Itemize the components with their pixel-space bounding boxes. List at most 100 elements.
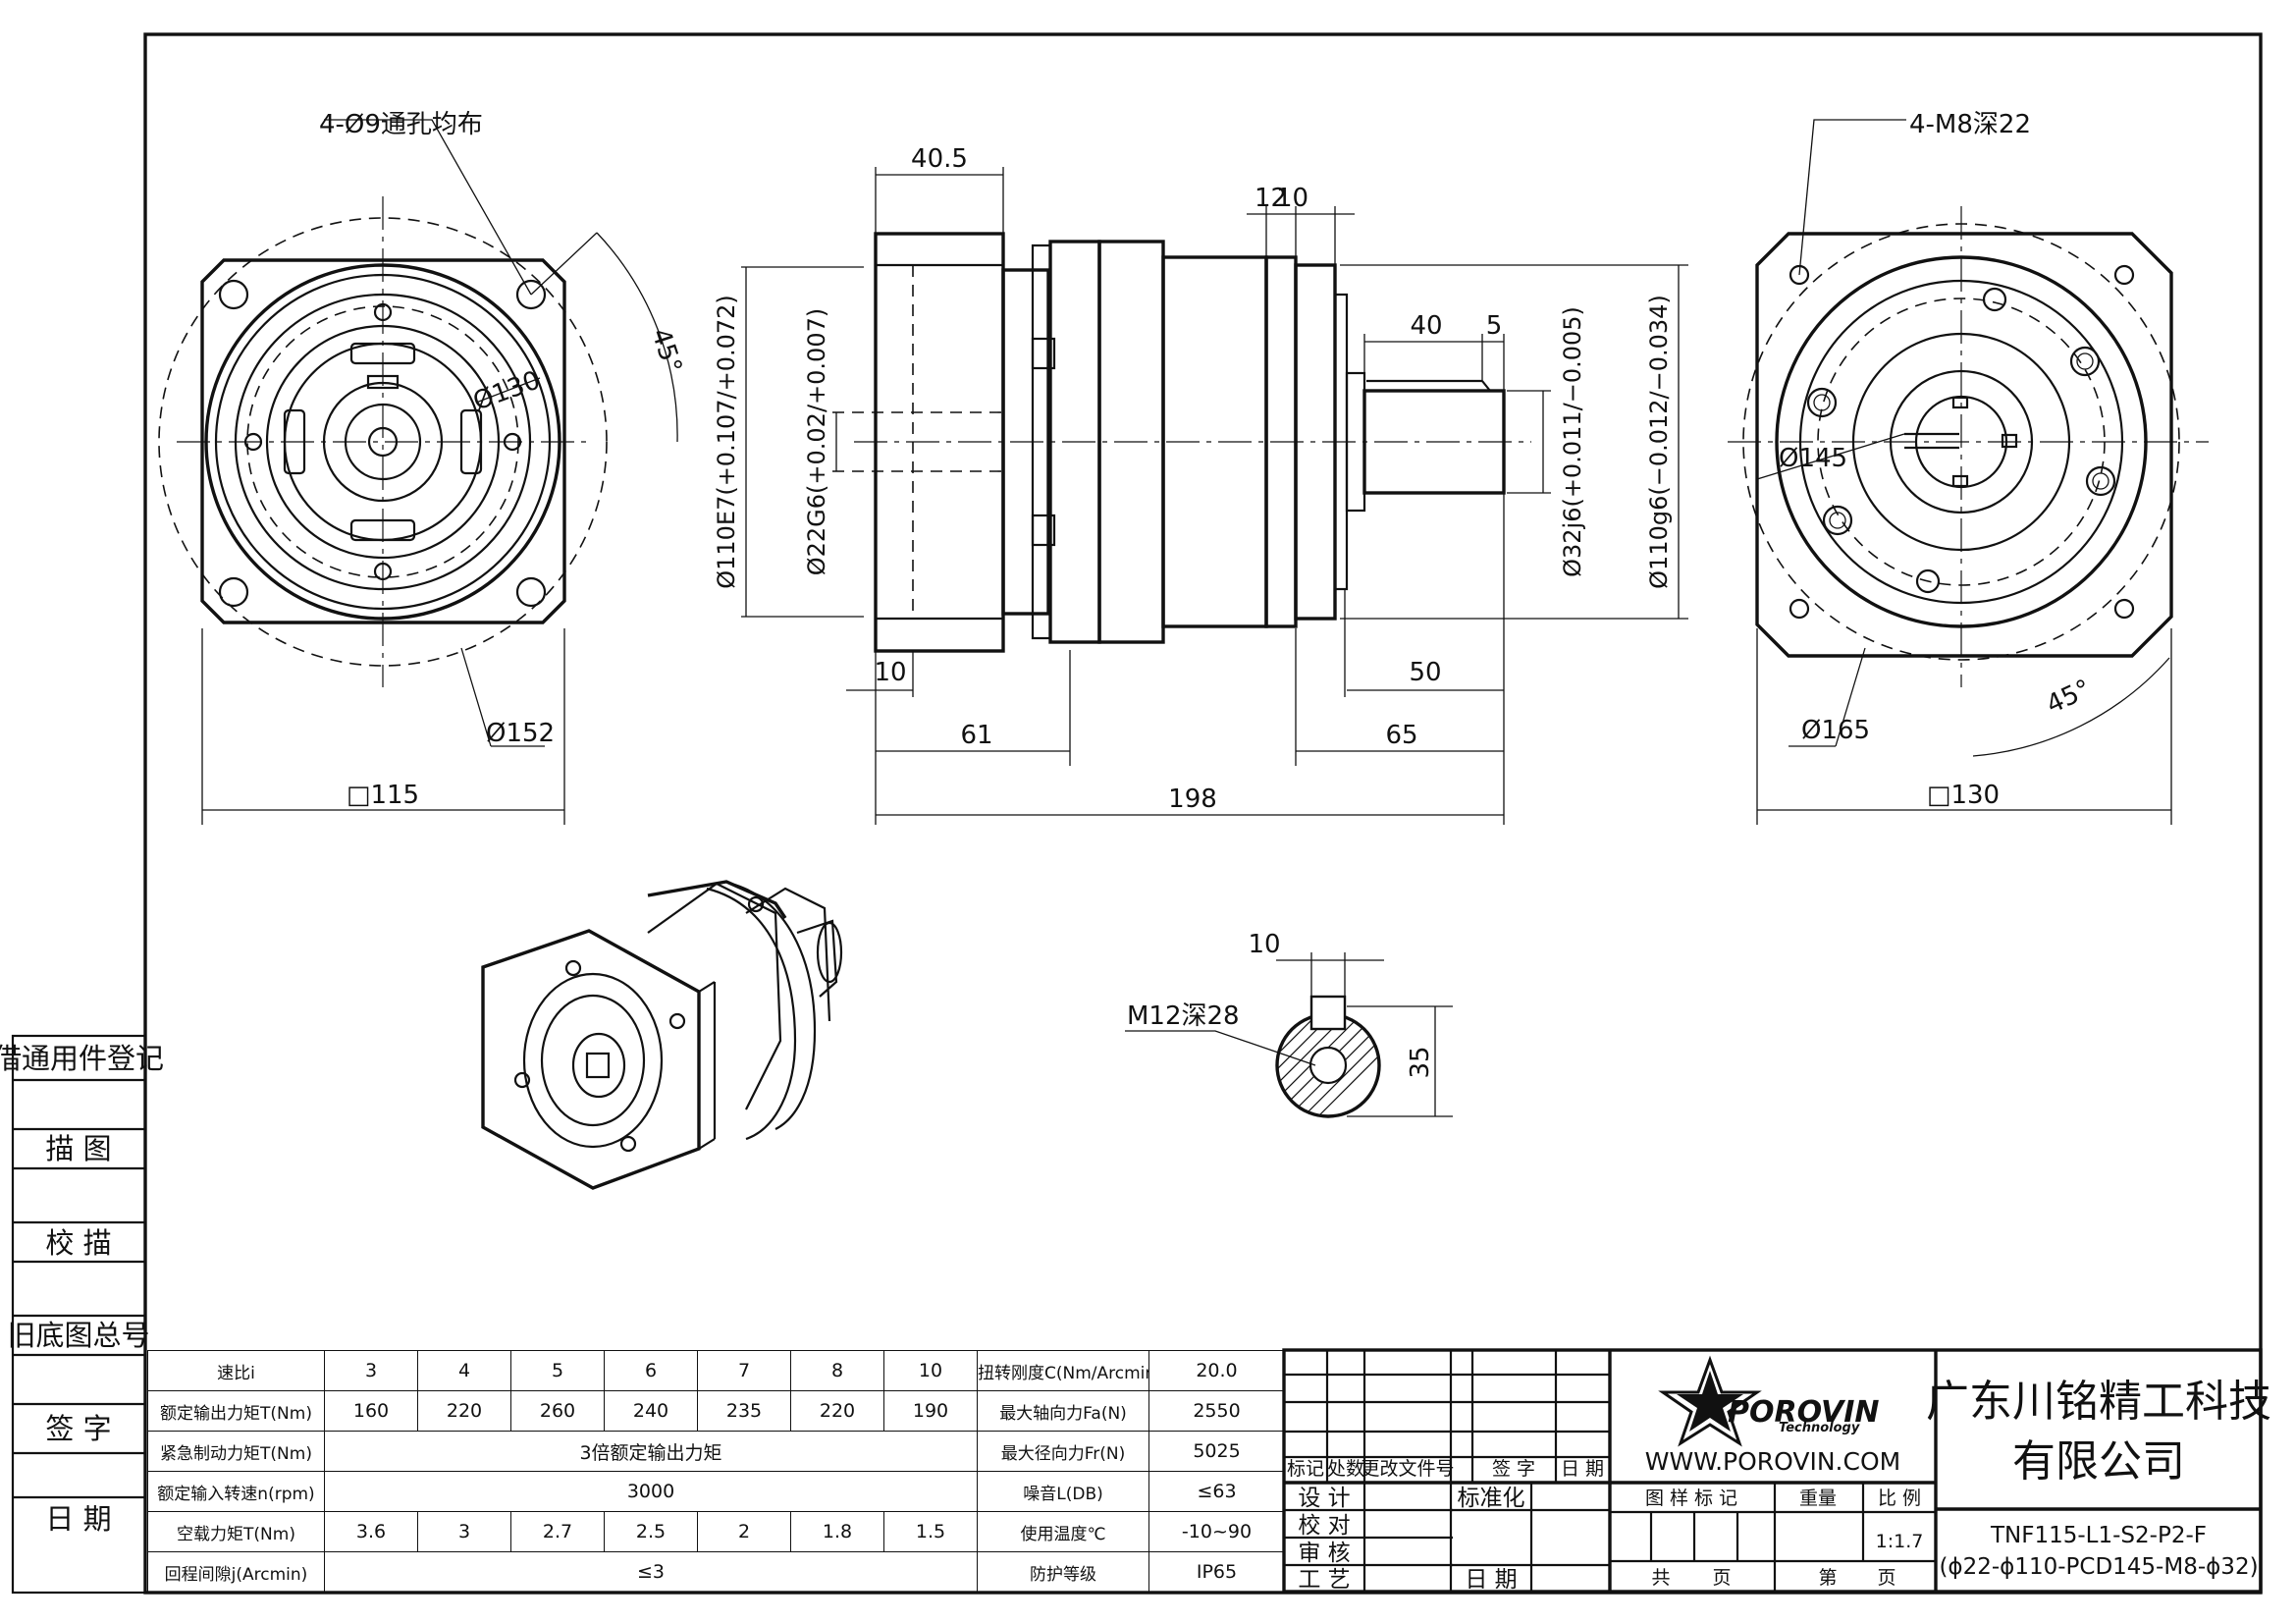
rear-tap-note: 4-M8深22 [1909,110,2031,139]
spec-ratio: 7 [697,1350,791,1391]
spec-right-value: ≤63 [1148,1471,1285,1512]
spec-value: 160 [324,1390,418,1432]
spec-label: 速比i [147,1350,325,1391]
spec-right-label: 扭转刚度C(Nm/Arcmin) [977,1350,1149,1391]
front-angle: 45° [645,325,687,377]
fit-output-spigot: Ø110g6(−0.012/−0.034) [1645,295,1673,589]
tb-signature: 签 字 [1492,1458,1535,1480]
side-view [741,167,1688,825]
spec-row-ratio: 速比i 3 4 5 6 7 8 10 扭转刚度C(Nm/Arcmin) 20.0 [147,1350,1285,1391]
dim-10-top: 10 [1276,184,1308,213]
tb-total: 共 [1651,1567,1670,1589]
tb-company-line2: 有限公司 [2012,1436,2185,1487]
tb-total-page: 页 [1712,1567,1731,1589]
side-label-signature: 签 字 [45,1412,111,1445]
front-bolt-circle: Ø130 [469,365,544,416]
tb-standardization: 标准化 [1458,1486,1525,1511]
tb-sheet: 第 [1818,1567,1837,1589]
rear-view [1728,119,2209,825]
spec-right-value: IP65 [1148,1551,1285,1593]
tb-sign-mark: 图 样 标 记 [1645,1488,1737,1509]
tb-sheet-page: 页 [1877,1567,1896,1589]
spec-value: 220 [790,1390,884,1432]
spec-row-backlash: 回程间隙j(Arcmin) ≤3 防护等级 IP65 [147,1551,1285,1593]
spec-right-value: -10~90 [1148,1511,1285,1552]
spec-value: 260 [510,1390,605,1432]
front-outer-circle: Ø152 [486,719,555,748]
spec-value: 220 [417,1390,511,1432]
spec-value: 2 [697,1511,791,1552]
side-label-old-number: 旧底图总号 [7,1319,149,1352]
dim-65: 65 [1385,721,1417,750]
fit-motor-shaft: Ø22G6(+0.02/+0.007) [803,308,830,575]
spec-value: 2.7 [510,1511,605,1552]
tb-scale-value: 1:1.7 [1876,1531,1924,1552]
tb-count: 处数 [1327,1458,1364,1480]
tb-role-process: 工 艺 [1298,1567,1350,1593]
dim-5: 5 [1486,311,1503,341]
key-height: 35 [1406,1046,1435,1078]
side-panel-frame [11,1034,147,1595]
spec-label: 额定输出力矩T(Nm) [147,1390,325,1432]
tb-date-label: 日 期 [1465,1567,1517,1593]
front-hole-note: 4-Ø9通孔均布 [319,110,483,139]
tb-role-check: 校 对 [1298,1513,1350,1539]
tb-weight: 重量 [1799,1488,1837,1509]
isometric-view [481,880,843,1190]
tb-role-design: 设 计 [1298,1486,1350,1511]
spec-table: 速比i 3 4 5 6 7 8 10 扭转刚度C(Nm/Arcmin) 20.0… [147,1350,1285,1593]
spec-span-value: ≤3 [324,1551,978,1593]
rear-bolt-circle: Ø145 [1779,444,1847,473]
spec-value: 240 [604,1390,698,1432]
spec-ratio: 8 [790,1350,884,1391]
tb-date: 日 期 [1561,1458,1604,1480]
spec-row-no-load-torque: 空载力矩T(Nm) 3.6 3 2.7 2.5 2 1.8 1.5 使用温度℃ … [147,1511,1285,1552]
tb-change-doc: 更改文件号 [1361,1458,1454,1480]
spec-span-value: 3倍额定输出力矩 [324,1431,978,1472]
tb-scale-label: 比 例 [1878,1488,1921,1509]
front-view [158,119,678,825]
tb-mark: 标记 [1287,1458,1324,1480]
spec-row-input-speed: 额定输入转速n(rpm) 3000 噪音L(DB) ≤63 [147,1471,1285,1512]
porovin-logo: POROVIN Technology [1658,1355,1880,1447]
spec-right-label: 防护等级 [977,1551,1149,1593]
spec-label: 额定输入转速n(rpm) [147,1471,325,1512]
spec-value: 2.5 [604,1511,698,1552]
drawing-frame [143,32,2263,1595]
front-square: □115 [347,781,419,810]
spec-value: 1.5 [883,1511,978,1552]
tb-model-line2: (ϕ22-ϕ110-PCD145-M8-ϕ32) [1939,1554,2258,1580]
spec-ratio: 3 [324,1350,418,1391]
side-label-trace: 描 图 [45,1132,111,1165]
dim-10-bottom: 10 [874,658,906,687]
key-section-view [1125,952,1453,1118]
side-panel-dividers [13,1078,145,1499]
spec-ratio: 4 [417,1350,511,1391]
svg-text:Technology: Technology [1779,1421,1860,1435]
dim-61: 61 [960,721,992,750]
side-label-check: 校 描 [45,1226,111,1260]
rear-angle: 45° [2042,675,2095,721]
rear-square: □130 [1927,781,2000,810]
dim-12: 12 [1255,184,1287,213]
spec-value: 3.6 [324,1511,418,1552]
rear-outer-circle: Ø165 [1801,716,1870,745]
spec-ratio: 10 [883,1350,978,1391]
spec-span-value: 3000 [324,1471,978,1512]
spec-row-emergency-torque: 紧急制动力矩T(Nm) 3倍额定输出力矩 最大径向力Fr(N) 5025 [147,1431,1285,1472]
fit-output-shaft: Ø32j6(+0.011/−0.005) [1559,306,1586,577]
dim-40: 40 [1410,311,1442,341]
spec-label: 空载力矩T(Nm) [147,1511,325,1552]
spec-row-rated-torque: 额定输出力矩T(Nm) 160 220 260 240 235 220 190 … [147,1390,1285,1432]
dim-198: 198 [1168,784,1217,814]
spec-right-label: 使用温度℃ [977,1511,1149,1552]
spec-right-value: 20.0 [1148,1350,1285,1391]
spec-value: 190 [883,1390,978,1432]
tb-model-line1: TNF115-L1-S2-P2-F [1990,1523,2207,1548]
spec-ratio: 6 [604,1350,698,1391]
spec-right-label: 最大径向力Fr(N) [977,1431,1149,1472]
key-width: 10 [1248,930,1280,959]
tb-website: WWW.POROVIN.COM [1645,1447,1900,1476]
side-label-register: 借通用件登记 [0,1042,164,1075]
